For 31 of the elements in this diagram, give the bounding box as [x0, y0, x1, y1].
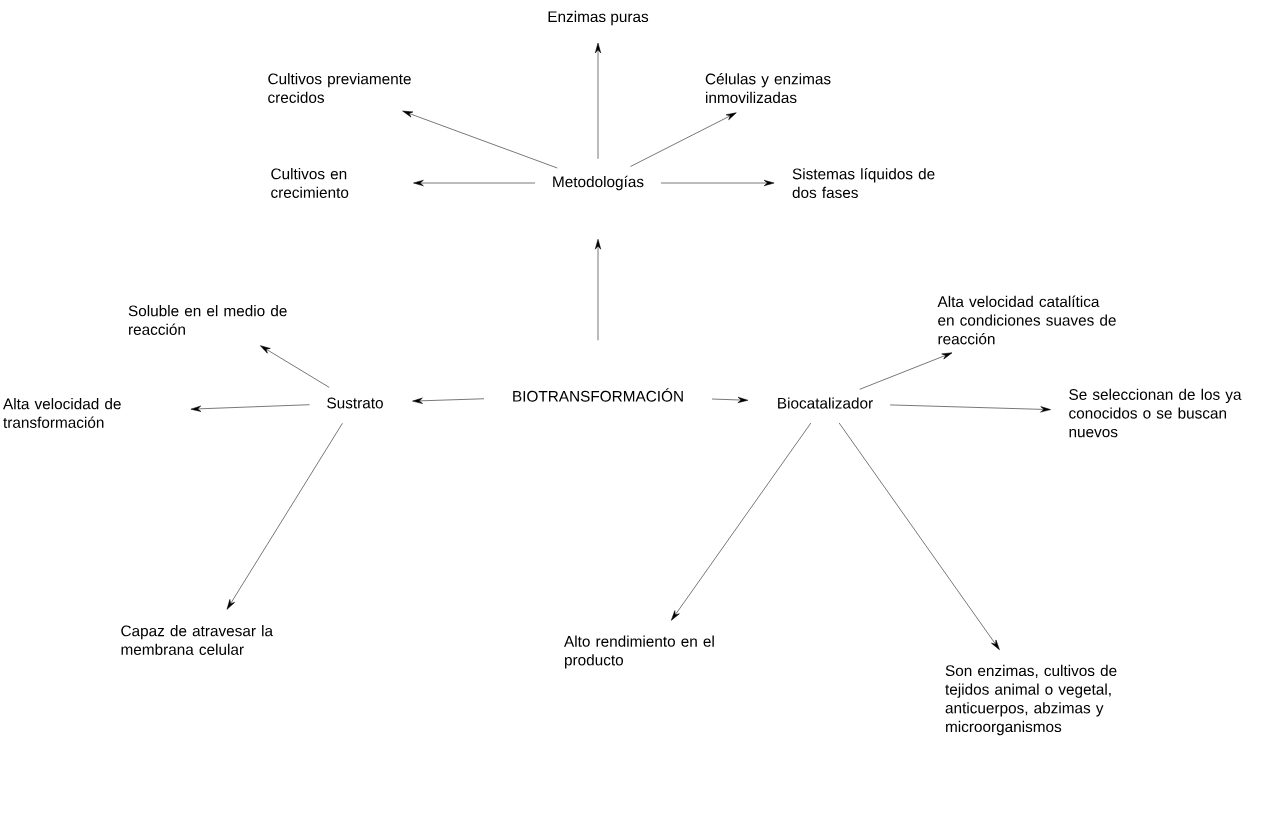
text-label: Células y enzimas inmovilizadas — [705, 72, 831, 104]
arrow — [660, 179, 775, 187]
text-label: Metodologías — [553, 175, 644, 191]
arrow — [260, 345, 330, 388]
text-label: Capaz de atravesar la membrana celular — [121, 625, 274, 655]
arrow — [412, 397, 485, 404]
text-label: Biocatalizador — [778, 397, 873, 409]
text-label: Cultivos en crecimiento — [271, 168, 349, 198]
arrow — [711, 396, 749, 403]
arrow — [859, 352, 953, 390]
text-label: Son enzimas, cultivos de tejidos animal o vegetal, anticuerpos, abzimas y microorganismos — [945, 664, 1117, 736]
text-label: Sistemas líquidos de dos fases — [792, 167, 935, 199]
arrow — [594, 42, 602, 160]
text-label: Sustrato — [327, 397, 383, 409]
arrow — [671, 422, 812, 621]
arrow — [226, 423, 343, 610]
arrow — [630, 112, 737, 167]
text-label: Alta velocidad de transformación — [3, 398, 121, 428]
text-label: Cultivos previamente crecidos — [268, 73, 411, 103]
text-label: BIOTRANSFORMACIÓN — [513, 388, 683, 402]
arrow — [413, 179, 536, 187]
arrow — [402, 110, 558, 169]
arrow — [838, 422, 1000, 650]
text-label: Se seleccionan de los ya conocidos o se buscan nuevos — [1069, 388, 1242, 438]
text-label: Soluble en el medio de reacción — [128, 305, 287, 335]
text-label: Alto rendimiento en el producto — [564, 635, 714, 669]
arrow — [594, 238, 602, 341]
text-label: Enzimas puras — [548, 10, 649, 26]
arrow — [190, 404, 310, 412]
arrow — [889, 404, 1051, 413]
text-label: Alta velocidad catalítica en condiciones suaves de reacción — [937, 295, 1116, 345]
